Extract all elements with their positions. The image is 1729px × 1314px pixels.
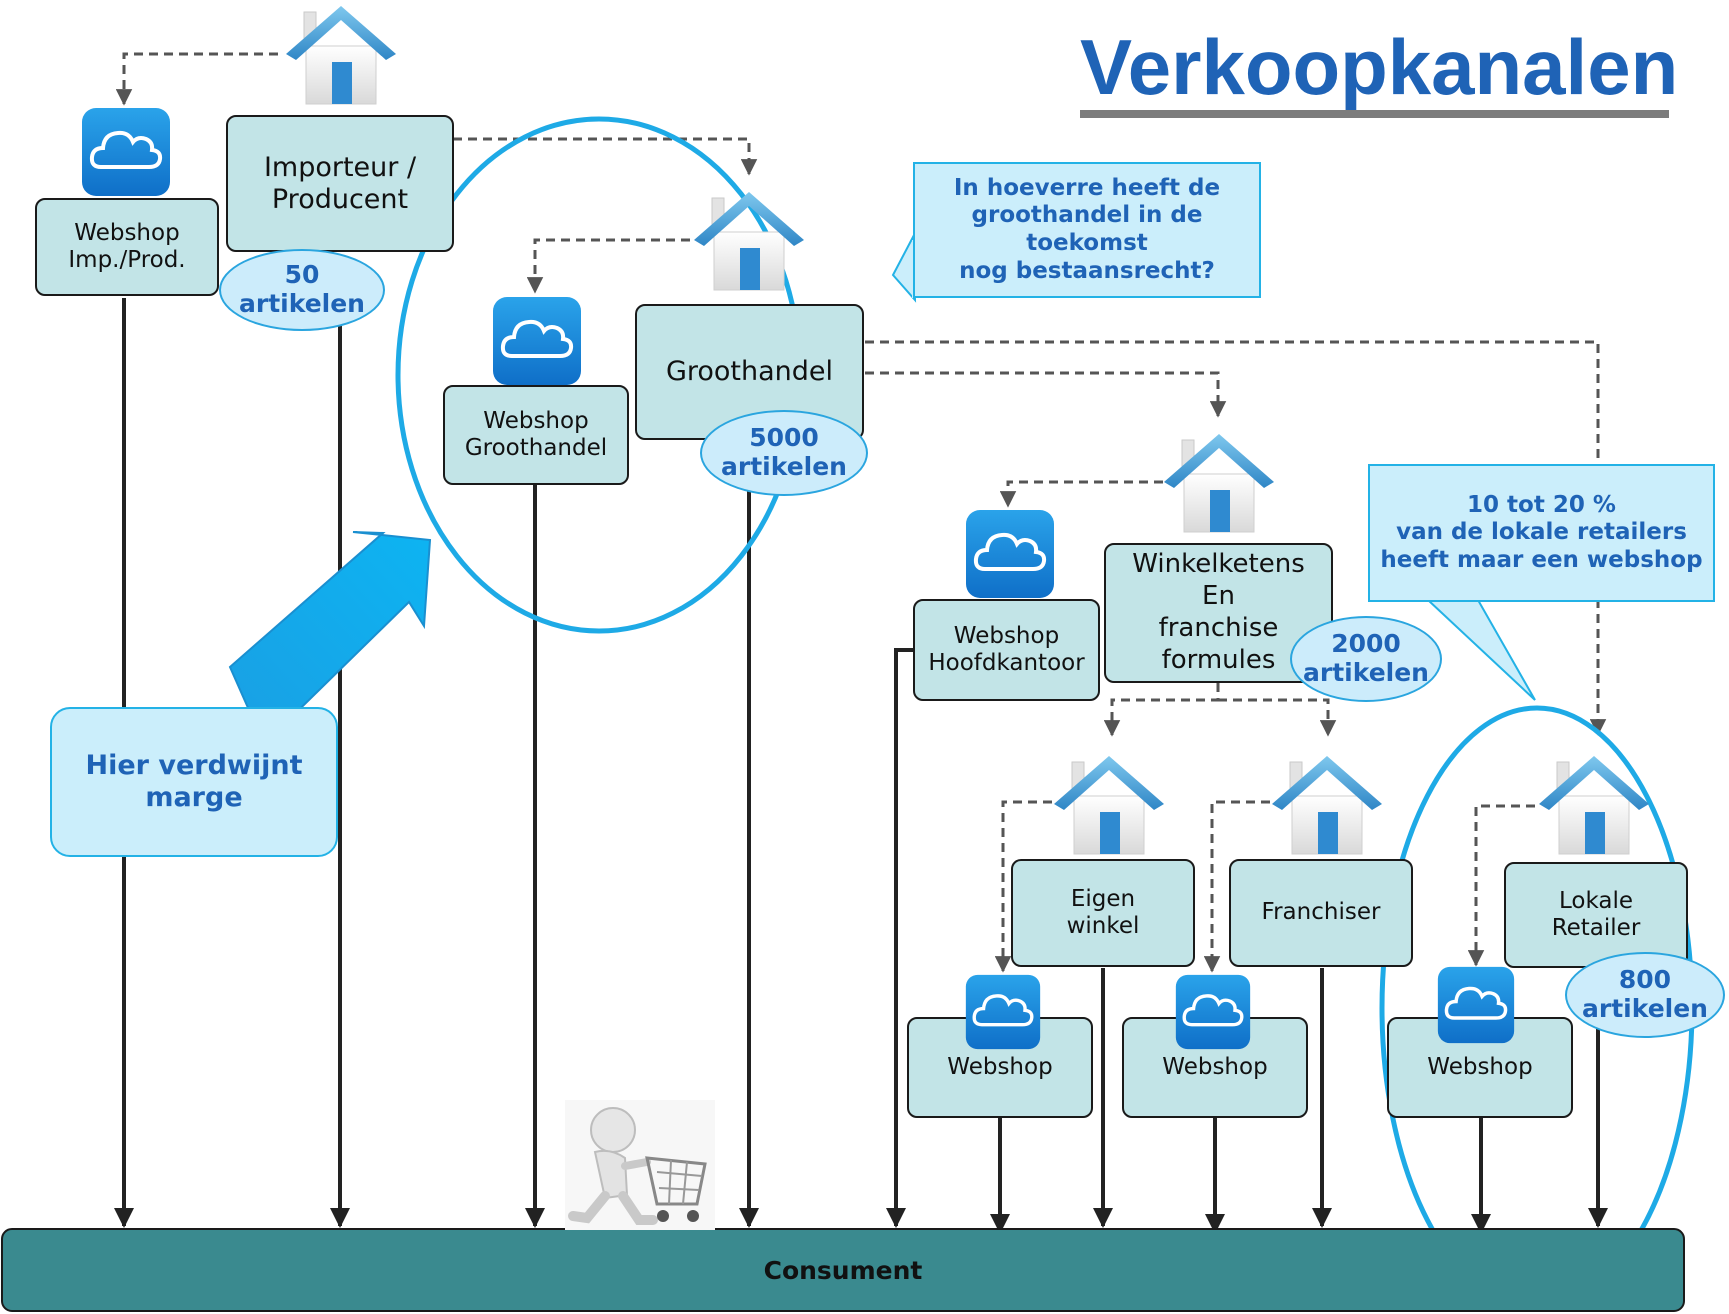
- node-webshop-hoofdkantoor: Webshop Hoofdkantoor: [913, 599, 1100, 701]
- cloud-webshop-icon: [82, 108, 170, 196]
- shopping-cart-person-icon: [565, 1100, 715, 1230]
- page-title: Verkoopkanalen: [1080, 23, 1679, 111]
- badge-importeur-artikelen: 50 artikelen: [219, 249, 385, 331]
- callout-hier-verdwijnt-marge: Hier verdwijnt marge: [50, 707, 338, 857]
- consumer-bar: [1, 1228, 1685, 1312]
- badge-winkelketens-artikelen: 2000 artikelen: [1290, 616, 1442, 702]
- house-icon: [286, 6, 396, 105]
- house-icon: [1054, 756, 1164, 855]
- node-webshop-importeur: Webshop Imp./Prod.: [35, 198, 219, 296]
- callout-groothandel-bestaansrecht: In hoeverre heeft de groothandel in de t…: [913, 162, 1261, 298]
- callout-tail-groothandel: [891, 233, 917, 303]
- dashed-supply-arrows: [115, 52, 1607, 973]
- callout-tail-retailers: [1425, 599, 1536, 701]
- house-icon: [1272, 756, 1382, 855]
- callout-retailers-webshop: 10 tot 20 % van de lokale retailers heef…: [1368, 464, 1715, 602]
- badge-lokale-retailer-artikelen: 800 artikelen: [1565, 952, 1725, 1038]
- cloud-webshop-icon: [493, 297, 581, 385]
- cloud-webshop-icon: [965, 974, 1041, 1050]
- node-webshop-groothandel: Webshop Groothandel: [443, 385, 629, 485]
- cloud-webshop-icon: [1175, 974, 1251, 1050]
- node-franchiser: Franchiser: [1229, 859, 1413, 967]
- house-icon: [694, 192, 804, 291]
- node-eigen-winkel: Eigen winkel: [1011, 859, 1195, 967]
- consumer-label: Consument: [763, 1256, 923, 1285]
- badge-groothandel-artikelen: 5000 artikelen: [700, 410, 868, 496]
- node-importeur-producent: Importeur / Producent: [226, 115, 454, 252]
- house-icon: [1164, 434, 1274, 533]
- cloud-webshop-icon: [1437, 966, 1515, 1044]
- cloud-webshop-icon: [966, 510, 1054, 598]
- title-underline: [1080, 110, 1669, 118]
- house-icon: [1539, 756, 1649, 855]
